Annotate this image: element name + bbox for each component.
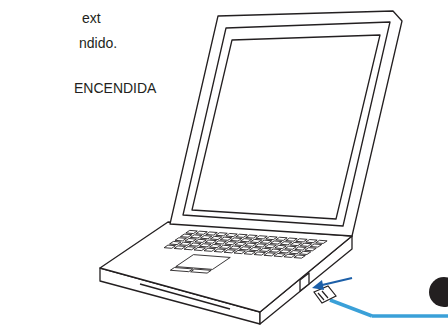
keyboard-key [216, 233, 227, 236]
keyboard-key [286, 238, 297, 241]
keyboard-key [164, 245, 175, 248]
keyboard-key [186, 230, 197, 233]
keyboard-key [285, 246, 296, 249]
keyboard-key [225, 242, 236, 245]
keyboard-key [306, 240, 317, 243]
keyboard-key [294, 255, 305, 258]
keyboard-key [230, 238, 241, 241]
network-port [300, 273, 309, 291]
note-text: ENCENDIDA [74, 80, 156, 96]
keyboard-key [264, 253, 275, 256]
keyboard-key [180, 234, 191, 237]
keyboard-key [196, 231, 207, 234]
keyboard-key [236, 234, 247, 237]
keyboard-key [256, 236, 267, 239]
keyboard-key [204, 248, 215, 251]
keyboard-key [296, 239, 307, 242]
keyboard-key [209, 244, 220, 247]
callout-circle [429, 277, 448, 307]
keyboard-key [250, 239, 261, 242]
keyboard-key [215, 241, 226, 244]
laptop-screen [192, 35, 380, 219]
touchpad-button [170, 268, 192, 272]
laptop-deck [100, 222, 352, 312]
keyboard-key [265, 245, 276, 248]
keyboard-key [316, 240, 327, 243]
note-text: ext [82, 10, 101, 26]
keyboard-key [269, 249, 280, 252]
keyboard-key [220, 237, 231, 240]
keyboard-key [245, 243, 256, 246]
keyboard-key [280, 242, 291, 245]
keyboard-key [226, 233, 237, 236]
keyboard-key [200, 244, 211, 247]
laptop-slot [140, 284, 230, 309]
keyboard-key [180, 242, 191, 245]
laptop-lid [170, 11, 402, 236]
keyboard-key [229, 246, 240, 249]
rj45-plug [322, 291, 328, 298]
keyboard-key [284, 254, 295, 257]
keyboard-key [276, 237, 287, 240]
keyboard-key [185, 239, 196, 242]
keyboard-key [184, 247, 195, 250]
keyboard-key [266, 236, 277, 239]
keyboard-key [205, 240, 216, 243]
keyboard-key [210, 236, 221, 239]
touchpad-button [191, 269, 212, 273]
keyboard-key [279, 250, 290, 253]
keyboard-key [246, 235, 257, 238]
keyboard-key [175, 238, 186, 241]
keyboard-key [219, 245, 230, 248]
keyboard-key [260, 240, 271, 243]
keyboard-key [300, 243, 311, 246]
laptop-lid-inner [183, 22, 390, 226]
keyboard-key [290, 242, 301, 245]
keyboard-key [305, 248, 316, 251]
insert-arrow [318, 278, 352, 286]
keyboard-key [214, 249, 225, 252]
keyboard-key [289, 251, 300, 254]
keyboard-key [234, 250, 245, 253]
keyboard-key [255, 244, 266, 247]
keyboard-key [194, 247, 205, 250]
keyboard-key [240, 239, 251, 242]
rj45-plug [318, 293, 324, 300]
keyboard-key [174, 246, 185, 249]
keyboard-key [206, 232, 217, 235]
keyboard-key [299, 251, 310, 254]
keyboard-key [274, 253, 285, 256]
keyboard-key [244, 251, 255, 254]
keyboard-key [259, 248, 270, 251]
network-cable [372, 314, 448, 318]
touchpad [176, 255, 230, 270]
keyboard-key [190, 243, 201, 246]
keyboard-key [190, 235, 201, 238]
keyboard-key [195, 239, 206, 242]
keyboard-key [239, 247, 250, 250]
note-text: ndido. [79, 35, 117, 51]
keyboard-key [295, 247, 306, 250]
keyboard-key [249, 248, 260, 251]
keyboard [164, 230, 327, 273]
keyboard-key [200, 236, 211, 239]
keyboard-key [170, 241, 181, 244]
keyboard-key [310, 244, 321, 247]
keyboard-key [270, 241, 281, 244]
network-cable [330, 300, 372, 316]
keyboard-key [254, 252, 265, 255]
keyboard-key [224, 250, 235, 253]
keyboard-key [275, 245, 286, 248]
keyboard-key [235, 242, 246, 245]
insert-arrow-head [312, 280, 324, 290]
